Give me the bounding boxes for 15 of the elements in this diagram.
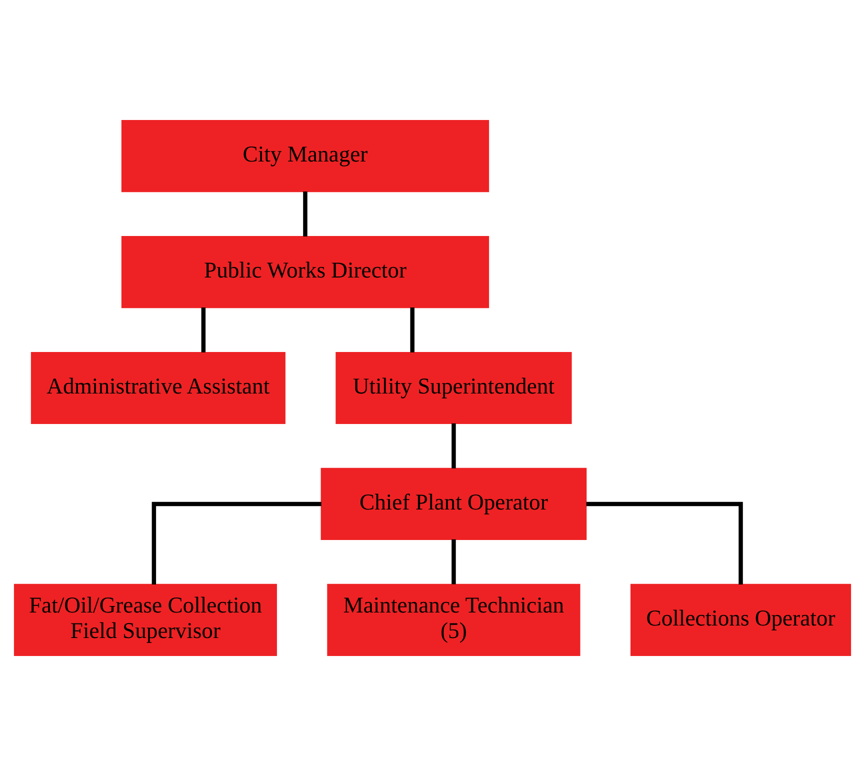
node-box: Administrative Assistant: [30, 352, 285, 424]
connector: [151, 502, 321, 584]
connector: [200, 307, 206, 352]
node-box: Fat/Oil/Grease Collection Field Supervisor: [13, 584, 276, 656]
node-box: Public Works Director: [120, 236, 489, 308]
node-box: Chief Plant Operator: [320, 468, 586, 540]
connector: [410, 307, 414, 352]
connector: [302, 192, 307, 236]
node-box: City Manager: [120, 120, 489, 192]
node-box: Utility Superintendent: [335, 352, 572, 424]
connector: [451, 423, 456, 468]
node-box: Maintenance Technician (5): [326, 584, 580, 656]
connector: [451, 539, 456, 584]
connector: [586, 502, 742, 584]
node-box: Collections Operator: [630, 584, 851, 656]
